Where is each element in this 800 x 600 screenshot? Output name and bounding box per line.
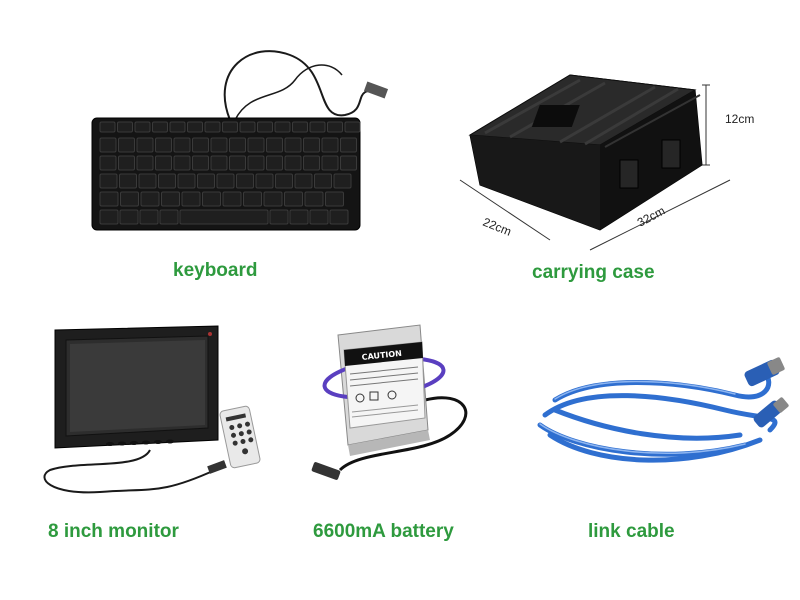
keyboard-key [119, 173, 137, 189]
keyboard-key [222, 191, 242, 207]
keyboard-key [303, 137, 320, 153]
remote-control-icon [219, 405, 261, 469]
keyboard-key [204, 121, 221, 133]
keyboard-key [340, 137, 357, 153]
keyboard-key [179, 209, 269, 225]
case-depth-dim: 22cm [481, 215, 513, 239]
keyboard-key [269, 209, 289, 225]
keyboard-key [177, 173, 196, 189]
link-cable-image [537, 357, 789, 463]
keyboard-key [139, 209, 159, 225]
keyboard-key [136, 137, 154, 153]
keyboard-key [210, 137, 228, 153]
keyboard-key [327, 121, 343, 133]
keyboard-key [344, 121, 361, 133]
keyboard-key [155, 155, 172, 171]
battery-caution-label: CAUTION [361, 349, 402, 362]
keyboard-key [266, 137, 283, 153]
keyboard-key [257, 121, 273, 133]
keyboard-key [325, 191, 344, 207]
keyboard-key [247, 137, 265, 153]
keyboard-key [99, 173, 118, 189]
keyboard-key [159, 209, 179, 225]
keyboard-key [229, 155, 246, 171]
link-cable-caption: link cable [588, 521, 675, 542]
keyboard-key [284, 137, 302, 153]
keyboard-key [294, 173, 313, 189]
keyboard-key [155, 137, 172, 153]
keyboard-key [216, 173, 235, 189]
keyboard-key [314, 173, 332, 189]
keyboard-key [284, 191, 303, 207]
keyboard-key [304, 191, 324, 207]
keyboard-key [158, 173, 176, 189]
keyboard-key [140, 191, 160, 207]
case-height-dim: 12cm [725, 112, 754, 126]
keyboard-key [340, 155, 357, 171]
keyboard-key [134, 121, 151, 133]
keyboard-key [274, 121, 291, 133]
keyboard-caption: keyboard [173, 260, 258, 281]
keyboard-key [229, 137, 246, 153]
keyboard-image [91, 50, 389, 231]
keyboard-key [289, 209, 309, 225]
keyboard-key [329, 209, 349, 225]
carrying-case-caption: carrying case [532, 262, 655, 283]
monitor-caption: 8 inch monitor [48, 521, 179, 542]
keyboard-key [222, 121, 238, 133]
keyboard-key [192, 137, 209, 153]
keyboard-key [173, 155, 191, 171]
keyboard-key [99, 191, 119, 207]
keyboard-key [243, 191, 262, 207]
keyboard-key [118, 137, 135, 153]
keyboard-key [255, 173, 274, 189]
keyboard-key [117, 121, 133, 133]
keyboard-key [236, 173, 254, 189]
keyboard-key [152, 121, 168, 133]
keyboard-key [321, 137, 339, 153]
keyboard-key [321, 155, 339, 171]
keyboard-key [247, 155, 265, 171]
case-width-dim: 32cm [635, 204, 667, 230]
battery-image: CAUTION [311, 324, 468, 480]
keyboard-key [192, 155, 209, 171]
keyboard-key [119, 209, 139, 225]
keyboard-key [99, 209, 119, 225]
keyboard-key [292, 121, 308, 133]
keyboard-key [263, 191, 283, 207]
keyboard-key [136, 155, 154, 171]
keyboard-key [187, 121, 203, 133]
keyboard-key [239, 121, 256, 133]
keyboard-key [120, 191, 139, 207]
carrying-case-image: 12cm 22cm 32cm [459, 74, 754, 251]
keyboard-key [173, 137, 191, 153]
keyboard-key [181, 191, 201, 207]
keyboard-key [99, 155, 117, 171]
cable-connector-2-icon [753, 397, 789, 428]
keyboard-key [99, 121, 116, 133]
keyboard-key [309, 209, 329, 225]
keyboard-key [197, 173, 215, 189]
keyboard-key [284, 155, 302, 171]
monitor-image [43, 325, 261, 494]
keyboard-key [138, 173, 157, 189]
keyboard-key [309, 121, 326, 133]
keyboard-key [161, 191, 180, 207]
keyboard-key [266, 155, 283, 171]
keyboard-key [99, 137, 117, 153]
keyboard-key [118, 155, 135, 171]
keyboard-key [275, 173, 293, 189]
keyboard-key [210, 155, 228, 171]
keyboard-key [169, 121, 186, 133]
keyboard-key [303, 155, 320, 171]
cable-connector-icon [744, 357, 785, 387]
keyboard-key [202, 191, 221, 207]
battery-caption: 6600mA battery [313, 521, 454, 542]
keyboard-key [333, 173, 352, 189]
